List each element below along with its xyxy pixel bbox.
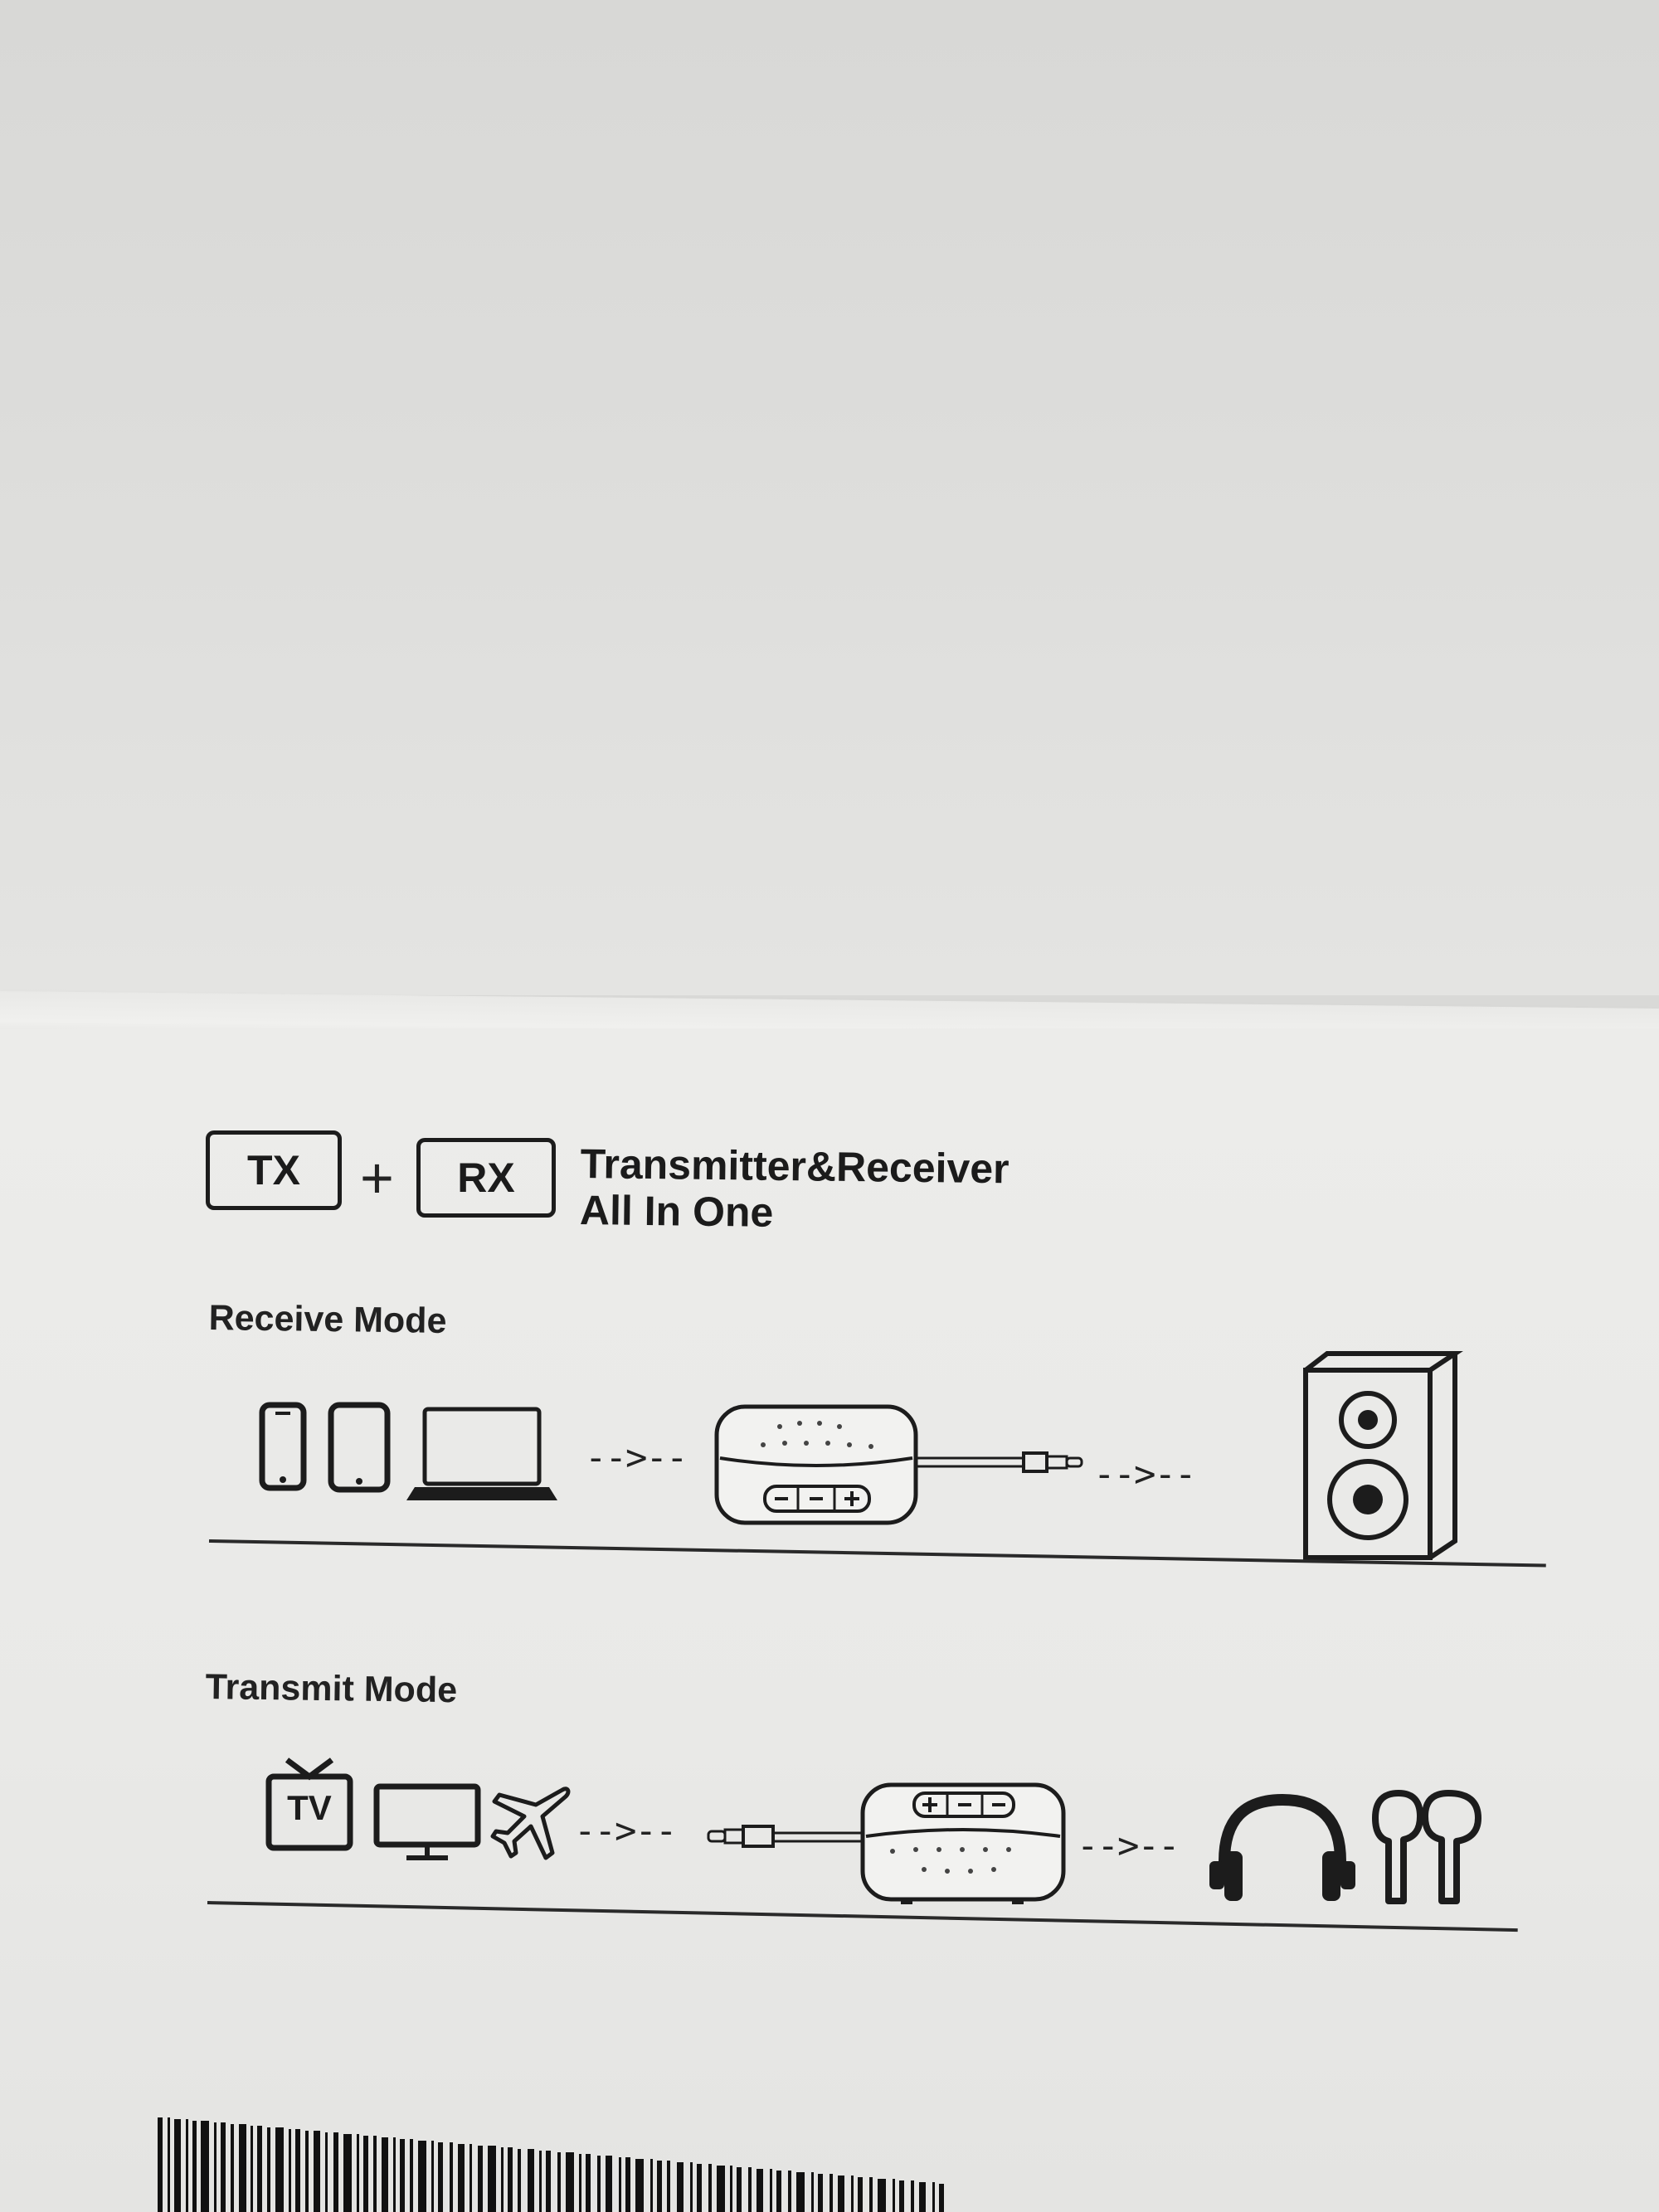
receive-mode-title: Receive Mode — [208, 1298, 447, 1341]
tablet-icon — [328, 1402, 391, 1493]
tv-icon: TV — [265, 1757, 353, 1853]
earbuds-icon — [1372, 1790, 1481, 1904]
tx-label: TX — [206, 1130, 342, 1210]
background-wall — [0, 0, 1659, 995]
headphones-icon — [1209, 1793, 1355, 1901]
adapter-device-icon — [714, 1404, 1083, 1525]
speaker-icon — [1303, 1351, 1463, 1560]
receive-arrow-right: -->-- — [1093, 1453, 1196, 1495]
transmit-arrow-left: -->-- — [574, 1810, 677, 1852]
adapter-device-transmit-icon — [707, 1782, 1066, 1904]
phone-icon — [259, 1402, 307, 1491]
rx-label: RX — [416, 1138, 556, 1218]
laptop-icon — [406, 1407, 557, 1500]
box-face — [0, 1028, 1659, 2212]
headline-line2: All In One — [579, 1186, 774, 1236]
transmit-mode-title: Transmit Mode — [205, 1667, 458, 1711]
headline: Transmitter&Receiver All In One — [580, 1140, 1010, 1238]
tv-antenna-icon — [265, 1757, 353, 1851]
headline-line1: Transmitter&Receiver — [580, 1140, 1010, 1193]
monitor-icon — [373, 1783, 481, 1860]
tv-text: TV — [287, 1788, 332, 1827]
barcode-icon — [158, 2117, 944, 2212]
receive-arrow-left: -->-- — [585, 1437, 688, 1479]
transmit-arrow-right: -->-- — [1077, 1825, 1180, 1867]
plus-sign: + — [360, 1145, 394, 1210]
airplane-icon — [490, 1787, 571, 1860]
